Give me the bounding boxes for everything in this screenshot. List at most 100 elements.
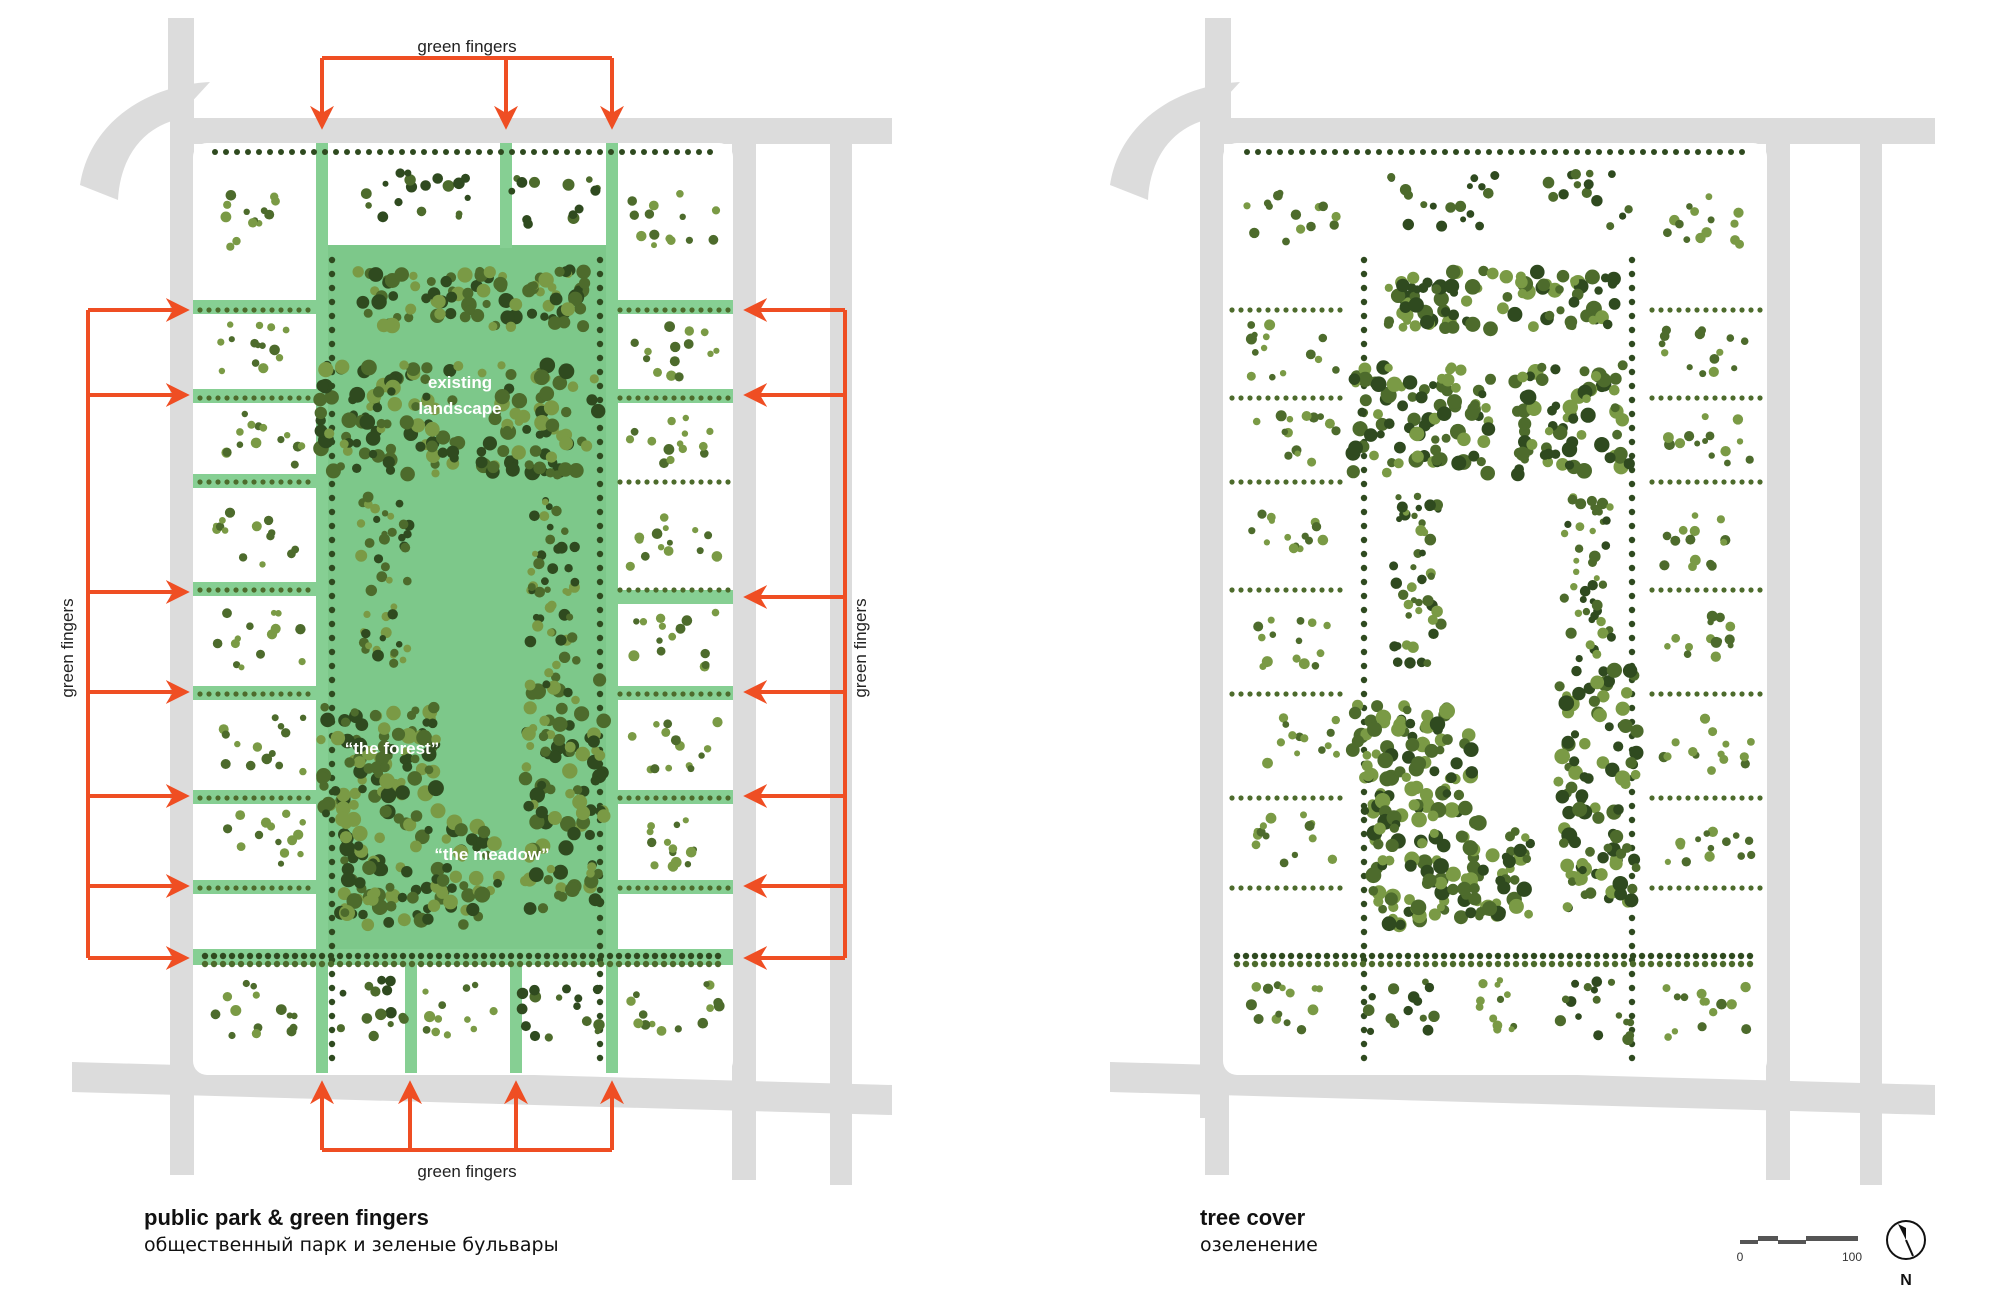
- tree-icon: [586, 149, 592, 155]
- tree-icon: [415, 763, 429, 776]
- tree-icon: [1310, 691, 1316, 697]
- tree-icon: [1362, 769, 1374, 782]
- tree-icon: [256, 649, 265, 659]
- tree-icon: [234, 635, 241, 642]
- tree-icon: [206, 307, 212, 313]
- tree-icon: [404, 174, 416, 186]
- tree-icon: [224, 885, 230, 891]
- tree-icon: [725, 395, 731, 401]
- tree-icon: [436, 430, 451, 445]
- tree-icon: [1489, 1014, 1498, 1023]
- tree-icon: [1703, 395, 1709, 401]
- tree-icon: [468, 870, 484, 886]
- tree-icon: [1360, 998, 1368, 1006]
- tree-icon: [1628, 802, 1636, 810]
- tree-icon: [1628, 354, 1636, 362]
- tree-icon: [1411, 450, 1424, 463]
- tree-icon: [1667, 885, 1673, 891]
- tree-icon: [215, 795, 221, 801]
- tree-icon: [256, 149, 262, 155]
- tree-icon: [1701, 952, 1709, 960]
- tree-icon: [596, 284, 604, 292]
- tree-icon: [383, 917, 395, 928]
- tree-icon: [1748, 479, 1754, 485]
- tree-icon: [626, 307, 632, 313]
- tree-icon: [545, 534, 556, 545]
- tree-icon: [482, 299, 491, 309]
- tree-icon: [382, 985, 393, 996]
- tree-icon: [714, 952, 722, 960]
- tree-icon: [1579, 585, 1591, 597]
- tree-icon: [1467, 952, 1475, 960]
- tree-icon: [339, 831, 353, 844]
- tree-icon: [328, 942, 336, 950]
- tree-icon: [1757, 307, 1763, 313]
- tree-icon: [1628, 438, 1636, 446]
- tree-icon: [372, 649, 384, 662]
- tree-icon: [1274, 307, 1280, 313]
- tree-icon: [1658, 395, 1664, 401]
- tree-icon: [1427, 614, 1438, 625]
- tree-icon: [1731, 365, 1738, 372]
- tree-icon: [1464, 406, 1479, 421]
- tree-icon: [224, 795, 230, 801]
- tree-icon: [1550, 364, 1561, 375]
- tree-icon: [1247, 795, 1253, 801]
- tree-icon: [1662, 531, 1672, 541]
- tree-icon: [424, 421, 440, 437]
- tree-icon: [1628, 816, 1636, 824]
- tree-icon: [1359, 394, 1372, 407]
- tree-icon: [259, 561, 266, 568]
- tree-icon: [236, 428, 244, 436]
- tree-icon: [296, 587, 302, 593]
- tree-icon: [264, 209, 275, 220]
- tree-icon: [1620, 960, 1628, 968]
- tree-icon: [1360, 466, 1368, 474]
- tree-icon: [707, 587, 713, 593]
- tree-icon: [1513, 843, 1527, 858]
- tree-icon: [282, 809, 291, 818]
- tree-icon: [375, 1008, 387, 1021]
- tree-icon: [1579, 596, 1587, 603]
- tree-icon: [1621, 687, 1633, 699]
- tree-icon: [1475, 1003, 1484, 1011]
- tree-icon: [1408, 799, 1420, 811]
- tree-icon: [573, 1002, 581, 1010]
- tree-icon: [1671, 1028, 1679, 1035]
- tree-icon: [1458, 800, 1473, 816]
- tree-icon: [1386, 960, 1394, 968]
- tree-icon: [545, 503, 553, 511]
- tree-icon: [1274, 587, 1280, 593]
- tree-icon: [1399, 301, 1412, 313]
- tree-icon: [1590, 675, 1605, 690]
- tree-icon: [564, 741, 576, 753]
- tree-icon: [1404, 894, 1415, 905]
- tree-icon: [395, 168, 405, 178]
- tree-icon: [242, 587, 248, 593]
- tree-icon: [233, 691, 239, 697]
- tree-icon: [536, 550, 547, 561]
- tree-icon: [1608, 170, 1616, 179]
- tree-icon: [1658, 885, 1664, 891]
- tree-icon: [417, 960, 425, 968]
- tree-icon: [1684, 149, 1690, 155]
- tree-icon: [1617, 360, 1628, 371]
- tree-icon: [1258, 633, 1266, 642]
- tree-icon: [1757, 395, 1763, 401]
- tree-icon: [365, 642, 373, 650]
- tree-icon: [1622, 663, 1638, 678]
- tree-icon: [1259, 822, 1267, 830]
- tree-icon: [1699, 370, 1707, 378]
- tree-icon: [725, 587, 731, 593]
- tree-icon: [543, 960, 551, 968]
- tree-icon: [1403, 190, 1413, 200]
- tree-icon: [1481, 403, 1491, 413]
- tree-icon: [1287, 960, 1295, 968]
- tree-icon: [1746, 952, 1754, 960]
- tree-icon: [348, 799, 359, 810]
- tree-icon: [1284, 451, 1293, 460]
- tree-icon: [1263, 539, 1270, 546]
- tree-icon: [1243, 202, 1251, 210]
- tree-icon: [1588, 616, 1596, 624]
- tree-icon: [291, 545, 300, 554]
